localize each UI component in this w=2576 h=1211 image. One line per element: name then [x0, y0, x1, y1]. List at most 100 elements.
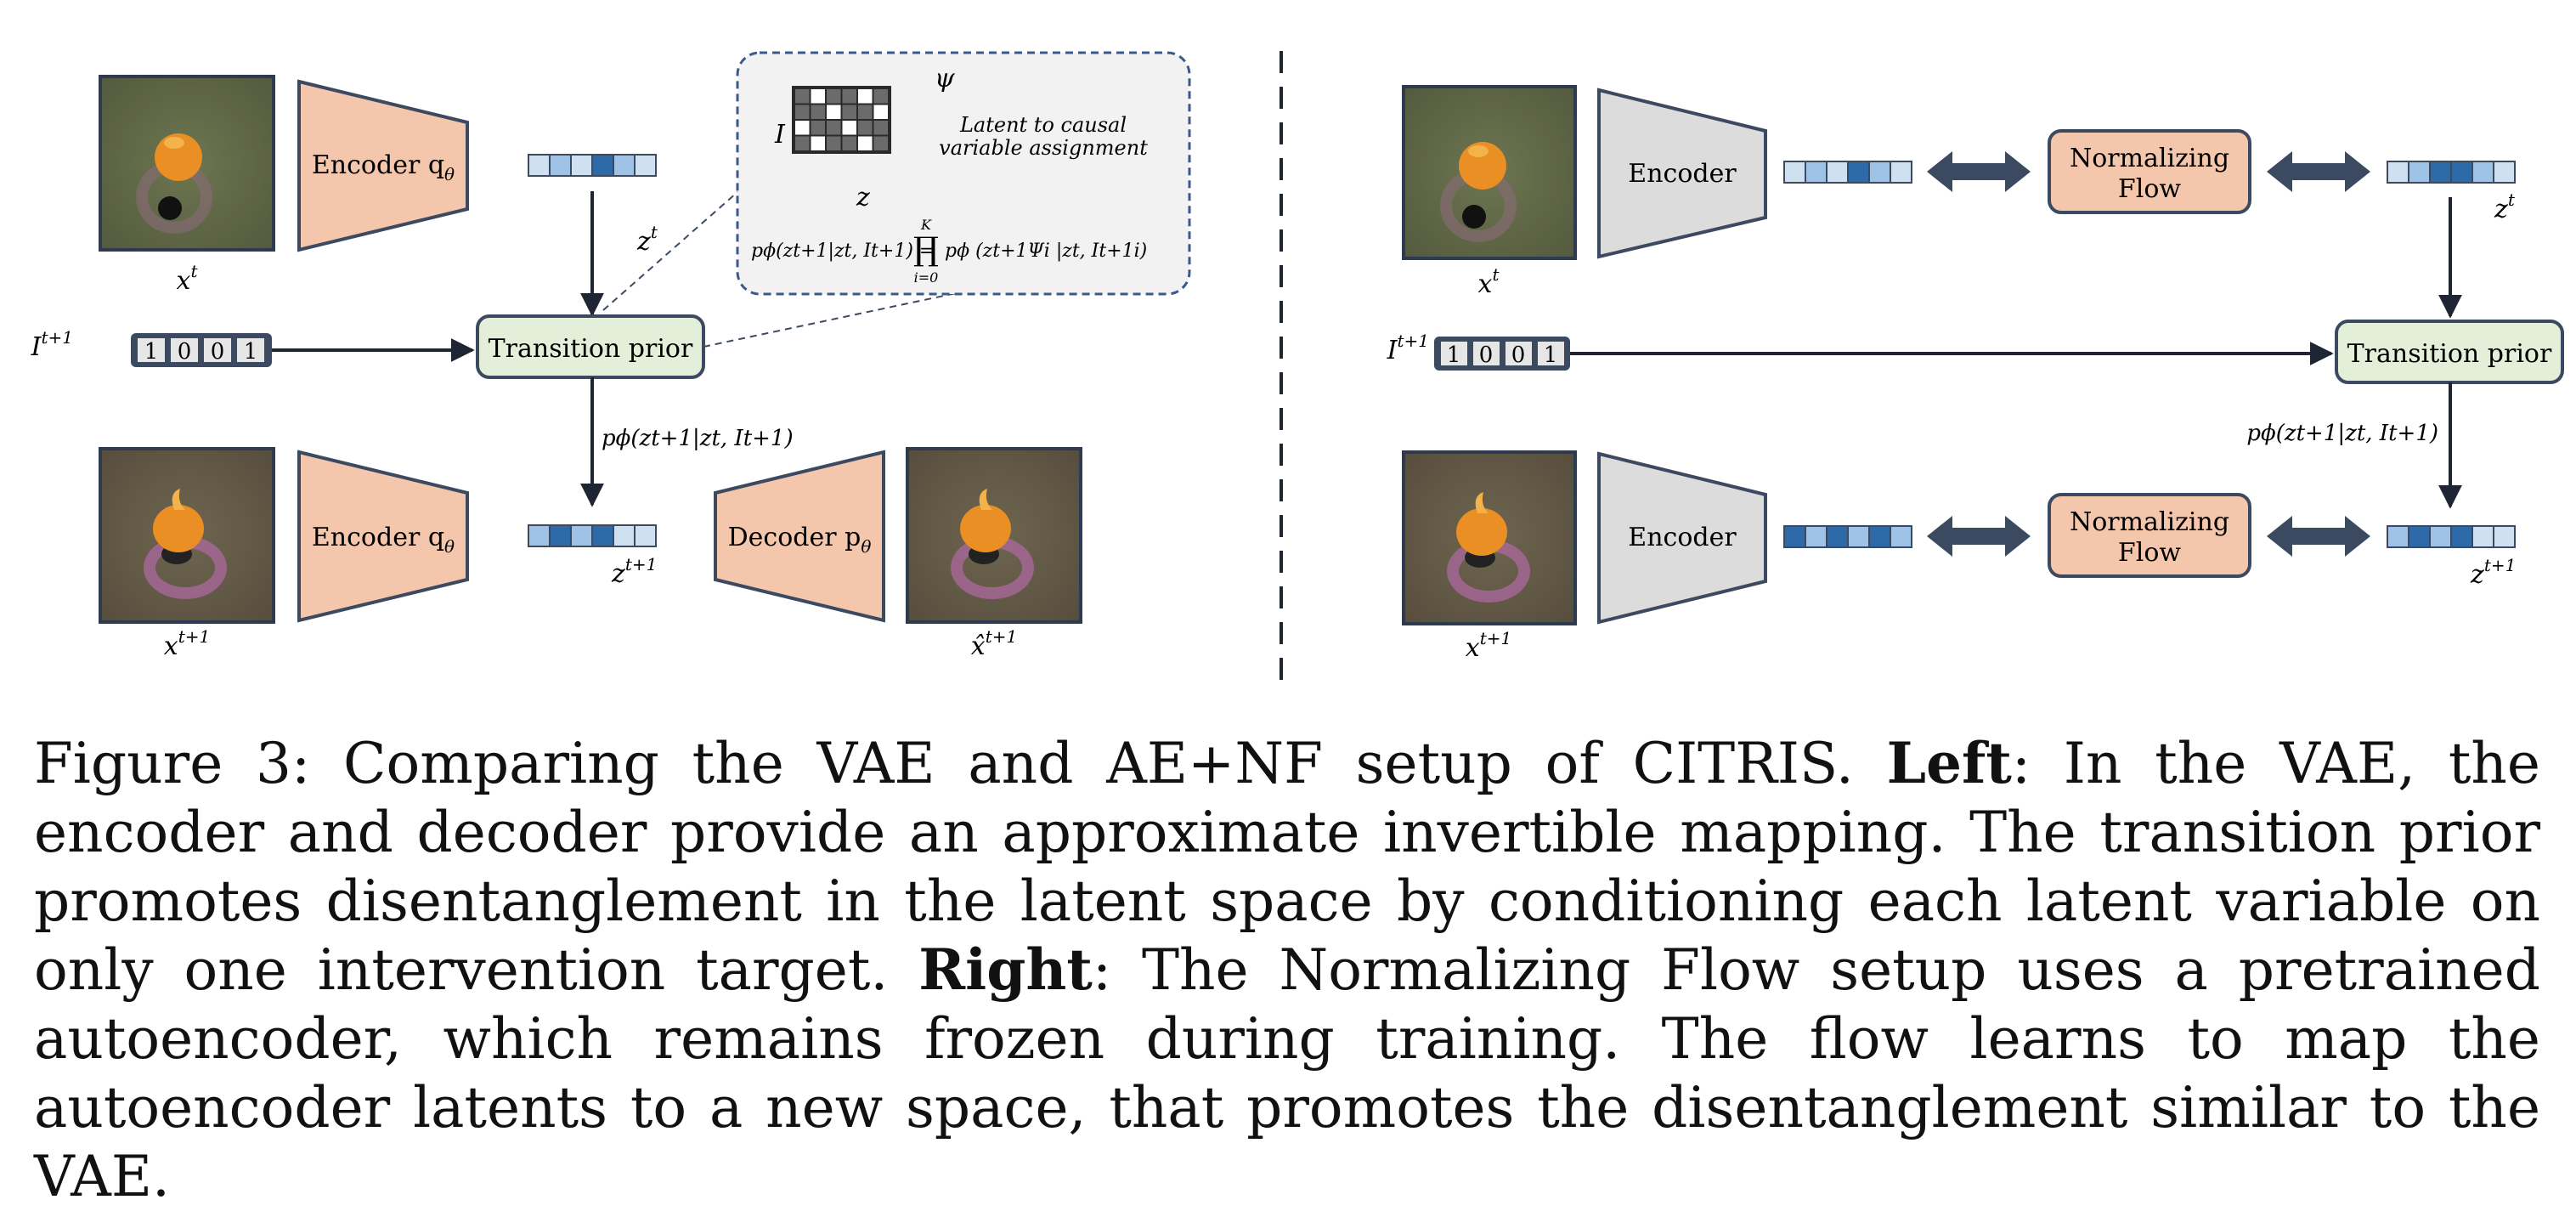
matrix-cell — [858, 136, 873, 150]
image-x-t — [99, 75, 275, 252]
r-i-val-0: 1 — [1447, 342, 1461, 368]
inset-panel: ψ I z Latent to causal variable assignme… — [602, 51, 1191, 348]
label-r-I: It+1 — [1387, 331, 1429, 365]
intervention-vector: 1 0 0 1 — [131, 333, 272, 367]
double-arrow-r-top-right — [2267, 151, 2370, 192]
image-x-t1 — [99, 447, 275, 624]
matrix-cell — [873, 136, 888, 150]
matrix-cell — [842, 105, 856, 119]
matrix-cell — [811, 105, 825, 119]
matrix-cell — [795, 136, 810, 150]
encoder-r-top — [1597, 88, 1767, 259]
intervention-vector-r: 1 0 0 1 — [1434, 337, 1570, 371]
matrix-cell — [795, 121, 810, 135]
matrix-cell — [842, 121, 856, 135]
transition-prior-left-label: Transition prior — [489, 334, 693, 364]
matrix-cell — [873, 121, 888, 135]
nf-r-bottom — [2048, 493, 2251, 578]
double-arrow-r-top-left — [1927, 151, 2031, 192]
figure-caption: Figure 3: Comparing the VAE and AE+NF se… — [34, 729, 2540, 1211]
matrix-cell — [858, 121, 873, 135]
matrix-cell — [873, 89, 888, 104]
matrix-cell — [858, 105, 873, 119]
nf-r-top — [2048, 129, 2251, 214]
label-r-z-t1: zt+1 — [2470, 555, 2516, 590]
inset-prod-bottom: i=0 — [914, 269, 939, 286]
matrix-cell — [827, 105, 841, 119]
matrix-cell — [811, 136, 825, 150]
matrix-cell — [811, 89, 825, 104]
inset-I: I — [774, 120, 786, 150]
i-val-2: 0 — [211, 339, 225, 365]
latent-r-ae-t — [1783, 161, 1912, 184]
label-r-x-t: xt — [1478, 264, 1500, 299]
matrix-cell — [842, 89, 856, 104]
encoder-r-bottom — [1597, 451, 1767, 625]
label-r-x-t1: xt+1 — [1466, 628, 1511, 663]
inset-formula-lhs: pϕ(zt+1|zt, It+1) = — [751, 241, 935, 262]
nf-r-top-line1: Normalizing — [2070, 144, 2229, 173]
inset-formula-rhs: pϕ (zt+1Ψi |zt, It+1i) — [945, 241, 1147, 262]
matrix-cell — [827, 89, 841, 104]
i-val-3: 1 — [244, 339, 258, 365]
image-r-x-t — [1402, 85, 1577, 260]
inset-psi: ψ — [935, 64, 955, 93]
encoder-top — [297, 79, 469, 252]
left-panel: xt Encoder qθ zt It+1 1 0 0 1 — [31, 51, 1191, 661]
caption-left-label: Left — [1886, 730, 2012, 796]
latent-r-z-t1 — [2387, 525, 2516, 548]
encoder-r-top-label: Encoder — [1628, 159, 1737, 189]
inset-prod-top: K — [920, 217, 932, 233]
double-arrow-r-bottom-left — [1927, 516, 2031, 557]
label-r-z-t: zt — [2494, 190, 2516, 224]
matrix-cell — [858, 89, 873, 104]
label-I: It+1 — [31, 327, 73, 362]
label-x-t: xt — [177, 261, 199, 296]
caption-right-label: Right — [918, 937, 1093, 1003]
matrix-cell — [827, 121, 841, 135]
right-panel: xt Encoder Normalizing Flow zt It+1 — [1387, 85, 2564, 663]
nf-r-bottom-line1: Normalizing — [2070, 507, 2229, 537]
i-val-1: 0 — [178, 339, 192, 365]
label-z-t: zt — [636, 222, 658, 257]
encoder-bottom-label: Encoder qθ — [312, 523, 455, 557]
matrix-cell — [795, 105, 810, 119]
figure-diagram: xt Encoder qθ zt It+1 1 0 0 1 — [31, 51, 2564, 684]
nf-r-bottom-line2: Flow — [2118, 538, 2181, 568]
decoder-label: Decoder pθ — [728, 523, 872, 557]
encoder-top-label: Encoder qθ — [312, 150, 455, 184]
inset-z: z — [856, 183, 870, 212]
inset-caption-2: variable assignment — [939, 136, 1148, 160]
image-r-x-t1 — [1402, 450, 1577, 625]
double-arrow-r-bottom-right — [2267, 516, 2370, 557]
matrix-cell — [811, 121, 825, 135]
latent-r-z-t — [2387, 161, 2516, 184]
matrix-cell — [842, 136, 856, 150]
caption-prefix: Figure 3: Comparing the VAE and AE+NF se… — [34, 731, 1887, 796]
r-i-val-2: 0 — [1511, 342, 1526, 368]
latent-z-t — [528, 154, 657, 177]
caption-part2: : In the VAE, the encoder and decoder pr… — [34, 731, 2540, 1003]
label-z-t1: zt+1 — [611, 554, 657, 589]
image-xhat-t1 — [906, 447, 1082, 624]
label-x-t1: xt+1 — [164, 626, 210, 661]
nf-r-top-line2: Flow — [2118, 174, 2181, 204]
assignment-matrix — [792, 86, 891, 154]
inset-caption-1: Latent to causal — [959, 113, 1127, 137]
inset-prod-symbol: ∏ — [913, 230, 939, 268]
matrix-cell — [795, 89, 810, 104]
latent-r-ae-t1 — [1783, 525, 1912, 548]
decoder — [714, 450, 885, 623]
matrix-cell — [873, 105, 888, 119]
encoder-r-bottom-label: Encoder — [1628, 523, 1737, 552]
transition-prior-right-label: Transition prior — [2347, 339, 2552, 369]
encoder-bottom — [297, 450, 469, 623]
r-i-val-3: 1 — [1544, 342, 1558, 368]
matrix-cell — [827, 136, 841, 150]
label-xhat-t1: x̂t+1 — [971, 626, 1017, 661]
r-i-val-1: 0 — [1479, 342, 1494, 368]
latent-z-t1 — [528, 524, 657, 547]
i-val-0: 1 — [144, 339, 159, 365]
caption-part3: : The Normalizing Flow setup uses a pret… — [34, 937, 2540, 1209]
prior-formula-right: pϕ(zt+1|zt, It+1) — [2246, 421, 2438, 446]
